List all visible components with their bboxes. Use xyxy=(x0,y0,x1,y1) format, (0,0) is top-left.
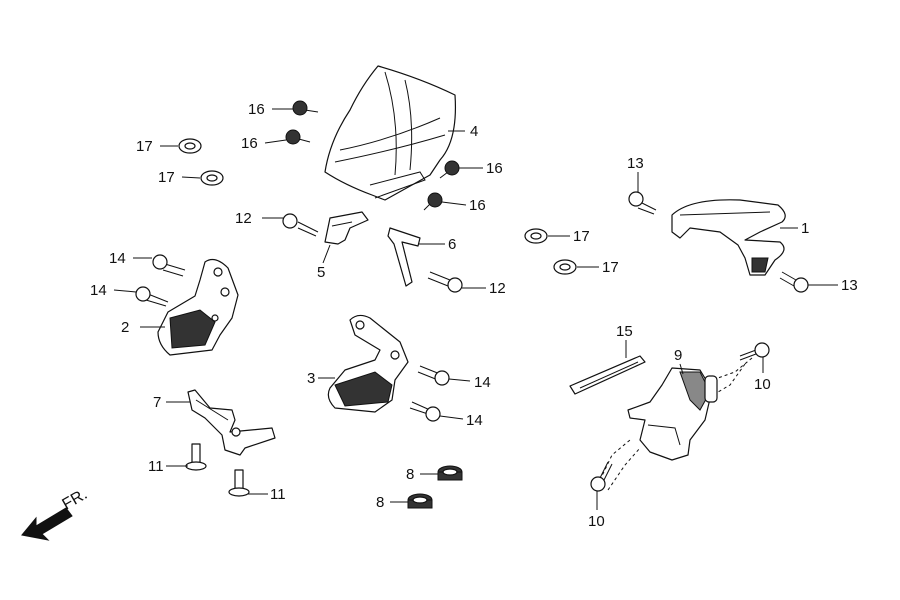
bolt-13-a xyxy=(628,191,657,215)
label-part-13-b: 13 xyxy=(841,277,858,294)
grommet-8-a xyxy=(437,465,463,481)
label-part-16-a: 16 xyxy=(248,101,265,118)
bolt-16-d xyxy=(423,192,443,211)
bolt-12-a xyxy=(282,213,319,237)
label-part-14-a: 14 xyxy=(109,250,126,267)
bracket-part-5 xyxy=(324,211,369,245)
grommet-8-b xyxy=(407,493,433,509)
label-part-11-b: 11 xyxy=(270,486,286,503)
label-part-5: 5 xyxy=(317,264,325,281)
washer-17-d xyxy=(553,259,577,275)
screw-10-b xyxy=(590,461,613,492)
label-part-4: 4 xyxy=(470,123,478,140)
label-part-14-d: 14 xyxy=(466,412,483,429)
label-part-12-a: 12 xyxy=(235,210,252,227)
bolt-14-a xyxy=(152,254,186,277)
label-part-14-c: 14 xyxy=(474,374,491,391)
bolt-11-a xyxy=(185,443,207,471)
label-part-14-b: 14 xyxy=(90,282,107,299)
label-part-2: 2 xyxy=(121,319,129,336)
label-part-8-a: 8 xyxy=(406,466,414,483)
front-direction-arrow xyxy=(21,507,73,541)
label-part-6: 6 xyxy=(448,236,456,253)
label-part-9: 9 xyxy=(674,347,682,364)
bolt-16-a xyxy=(292,100,319,116)
bracket-part-1 xyxy=(671,199,786,276)
washer-17-c xyxy=(524,228,548,244)
label-part-16-b: 16 xyxy=(241,135,258,152)
label-part-16-c: 16 xyxy=(486,160,503,177)
label-part-11-a: 11 xyxy=(148,458,164,475)
label-part-17-d: 17 xyxy=(602,259,619,276)
bolt-14-d xyxy=(409,401,441,422)
label-part-10-a: 10 xyxy=(754,376,771,393)
bolt-12-b xyxy=(427,271,463,293)
label-part-3: 3 xyxy=(307,370,315,387)
washer-17-b xyxy=(200,170,224,186)
bolt-16-c xyxy=(439,160,460,179)
label-part-8-b: 8 xyxy=(376,494,384,511)
mount-part-9 xyxy=(627,367,718,461)
label-part-15: 15 xyxy=(616,323,633,340)
bolt-14-c xyxy=(417,365,450,386)
bolt-16-b xyxy=(285,129,311,145)
label-part-17-a: 17 xyxy=(136,138,153,155)
bolt-13-b xyxy=(779,271,809,293)
label-part-1: 1 xyxy=(801,220,809,237)
label-part-10-b: 10 xyxy=(588,513,605,530)
bolt-11-b xyxy=(228,469,250,497)
label-part-7: 7 xyxy=(153,394,161,411)
screw-10-a xyxy=(739,342,770,361)
strip-part-15 xyxy=(569,355,646,395)
label-part-13-a: 13 xyxy=(627,155,644,172)
bracket-part-7 xyxy=(187,389,276,456)
bracket-part-2 xyxy=(157,258,239,356)
label-part-17-b: 17 xyxy=(158,169,175,186)
windscreen-part-4 xyxy=(324,65,457,201)
bracket-part-3 xyxy=(327,314,409,413)
label-part-16-d: 16 xyxy=(469,197,486,214)
rod-part-6 xyxy=(387,227,421,287)
label-part-12-b: 12 xyxy=(489,280,506,297)
bolt-14-b xyxy=(135,286,169,307)
label-part-17-c: 17 xyxy=(573,228,590,245)
washer-17-a xyxy=(178,138,202,154)
